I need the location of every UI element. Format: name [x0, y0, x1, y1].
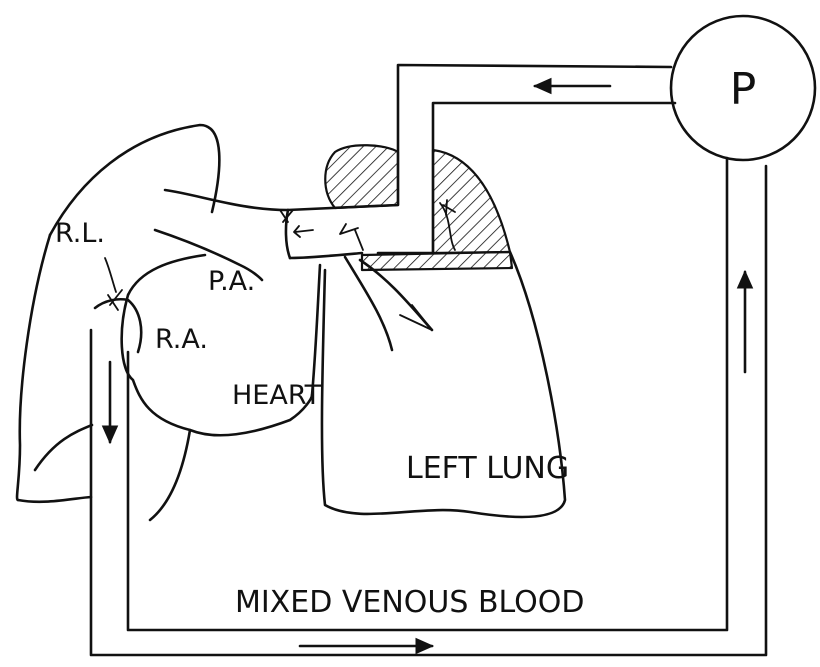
- hatched-region-upper-right: [433, 150, 510, 253]
- pa-lower-wall: [290, 253, 362, 258]
- return-tube-outer-wall: [91, 166, 766, 655]
- pa-flow-mark-left: [294, 226, 313, 237]
- label-right-lung: R.L.: [55, 218, 105, 249]
- label-left-lung: LEFT LUNG: [406, 451, 569, 486]
- pulmonary-artery: [286, 210, 432, 395]
- return-tube-inner-wall: [128, 158, 727, 630]
- right-lung-left-edge: [17, 235, 50, 500]
- hatched-region-hilum: [362, 252, 512, 270]
- outflow-tube-inner-wall: [378, 103, 675, 253]
- label-pulmonary-artery: P.A.: [208, 266, 255, 297]
- right-lung: [17, 125, 293, 502]
- ra-cannula-curve: [128, 300, 141, 352]
- label-heart: HEART: [232, 380, 322, 411]
- pump: P: [671, 16, 815, 160]
- pa-flow-mark-right: [340, 224, 363, 250]
- right-pa-branch-upper: [165, 190, 288, 210]
- label-right-atrium: R.A.: [155, 324, 208, 355]
- ra-vessel-line: [105, 258, 116, 292]
- heart-lower-edge: [150, 430, 190, 520]
- label-mixed-venous-blood: MIXED VENOUS BLOOD: [235, 585, 585, 620]
- heart-lung-border: [312, 265, 320, 395]
- right-lung-bottom-edge: [18, 497, 91, 502]
- right-lung-inner-curve: [35, 425, 92, 470]
- hatched-region-upper-left: [325, 145, 398, 208]
- pump-label: P: [730, 64, 757, 115]
- venous-return-tube: [91, 158, 766, 655]
- hatched-lung-regions: [325, 145, 512, 270]
